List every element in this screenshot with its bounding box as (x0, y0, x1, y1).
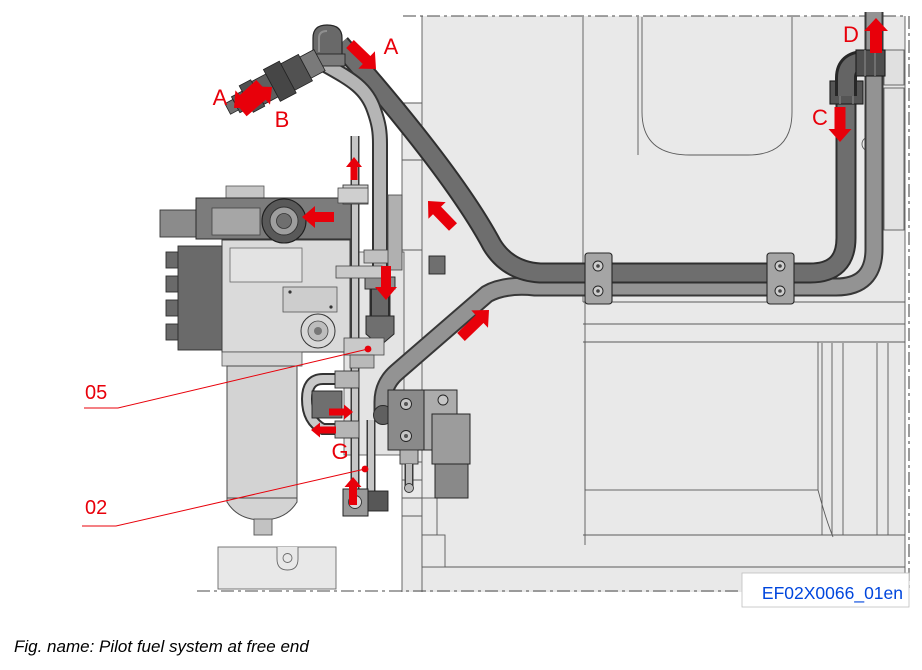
label-connection-b: B (275, 107, 290, 132)
pipe-clamps (584, 252, 795, 305)
arrow-flow-g-in (329, 404, 353, 420)
base-plate (217, 546, 337, 590)
leader-dot-part-02 (361, 465, 369, 473)
leader-dot-part-05 (364, 345, 372, 353)
arrow-flow-nw-return (428, 201, 457, 231)
callout-leader-lines (82, 345, 372, 527)
label-connection-c: C (812, 105, 828, 130)
figure-code: EF02X0066_01en (762, 583, 903, 604)
arrow-flow-up-to-fitting (346, 157, 362, 180)
arrow-flow-c-down (828, 107, 852, 142)
mounting-bracket (387, 255, 471, 499)
free-end-union-fitting (224, 24, 346, 115)
part-number-callouts: 05 02 (85, 382, 107, 519)
pilot-fuel-filter (226, 365, 298, 536)
label-connection-a-top: A (384, 34, 399, 59)
bottom-elbow-fitting (342, 488, 389, 517)
arrow-flow-d-up (864, 18, 888, 53)
arrow-flow-b (239, 86, 272, 117)
arrow-flow-g-out (311, 422, 336, 438)
right-elbow-fitting (829, 49, 886, 105)
label-connection-g: G (331, 439, 348, 464)
arrow-flow-into-pump (302, 206, 334, 228)
return-pipe (332, 37, 857, 284)
figure-code-box (741, 572, 910, 608)
leader-part-05 (84, 348, 369, 409)
arrow-flow-a-top (346, 40, 376, 69)
arrow-flow-down-inlet (375, 266, 397, 300)
callout-part-02: 02 (85, 497, 107, 519)
figure-caption: Fig. name: Pilot fuel system at free end (14, 637, 309, 656)
leader-part-02 (82, 468, 366, 527)
arrow-flow-ne-supply (457, 310, 489, 341)
label-connection-d: D (843, 22, 859, 47)
flow-direction-arrows (234, 18, 888, 505)
label-connection-a-left: A (213, 85, 228, 110)
arrow-flow-up-bottom (344, 477, 362, 505)
connection-labels: A A B C D G (213, 22, 859, 464)
pilot-line-pipe (335, 136, 403, 494)
callout-part-05: 05 (85, 382, 107, 404)
